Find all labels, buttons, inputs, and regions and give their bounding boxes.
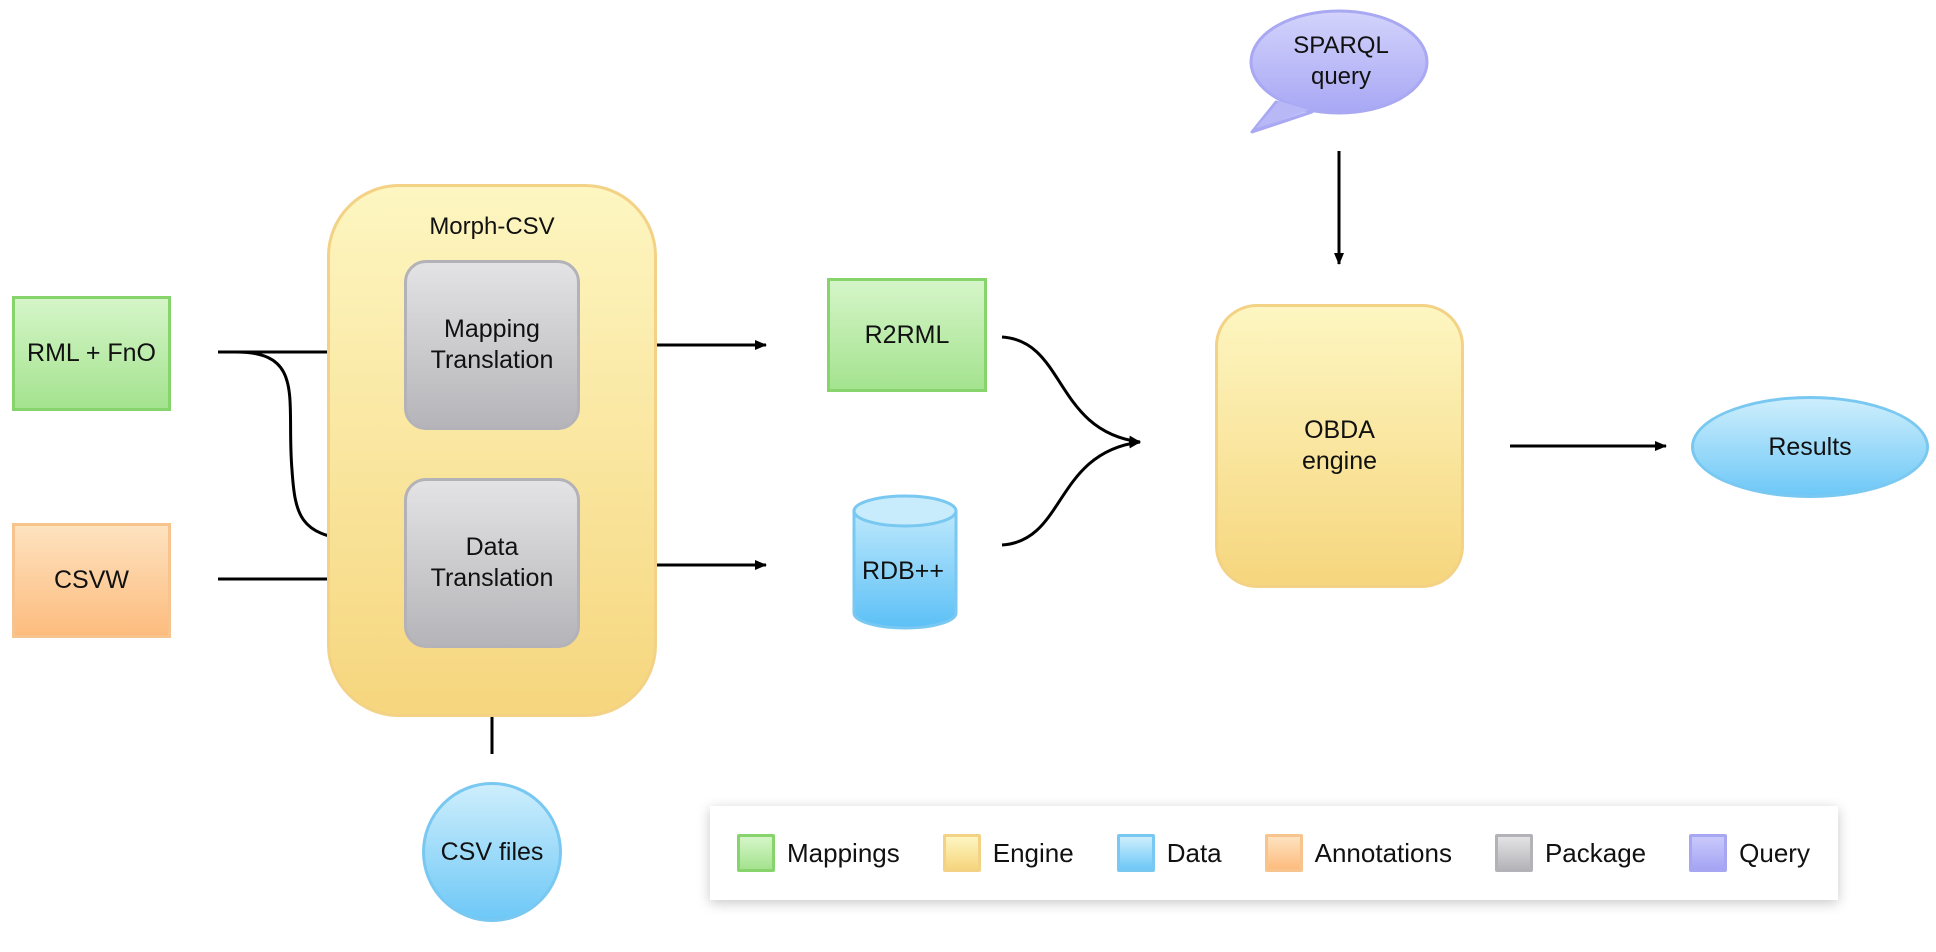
sparql-query-bubble	[1249, 9, 1429, 134]
legend-swatch-data	[1116, 834, 1155, 872]
legend-label: Mappings	[787, 838, 900, 868]
r2rml-node: R2RML	[827, 278, 987, 392]
legend-item-annotations: Annotations	[1264, 834, 1452, 872]
edge-r2rml-to-obda	[1001, 335, 1141, 446]
rml-fno-node: RML + FnO	[12, 296, 171, 411]
edge-rdb-to-obda	[1001, 438, 1141, 547]
csvw-node: CSVW	[12, 523, 171, 638]
legend-label: Annotations	[1314, 838, 1452, 868]
morph-csv-title: Morph-CSV	[429, 213, 555, 240]
legend-label: Data	[1166, 838, 1222, 868]
legend-label: Engine	[992, 838, 1074, 868]
mapping-translation-node: Mapping Translation	[404, 260, 580, 430]
legend-swatch-package	[1494, 834, 1533, 872]
csv-files-node: CSV files	[422, 782, 562, 922]
legend: Mappings Engine Data Annotations Package…	[710, 806, 1838, 900]
legend-swatch-engine	[942, 834, 981, 872]
legend-swatch-annotations	[1264, 834, 1303, 872]
legend-label: Package	[1544, 838, 1647, 868]
legend-swatch-query	[1689, 834, 1728, 872]
legend-item-data: Data	[1116, 834, 1222, 872]
rdb-label: RDB++	[862, 557, 944, 585]
sparql-query-label: SPARQL query	[1293, 32, 1389, 90]
legend-item-engine: Engine	[942, 834, 1074, 872]
legend-label: Query	[1739, 838, 1810, 868]
legend-item-mappings: Mappings	[737, 834, 900, 872]
legend-swatch-mappings	[737, 834, 775, 872]
rdb-cylinder	[852, 494, 958, 630]
edge-rml-to-data	[235, 350, 353, 544]
legend-item-package: Package	[1494, 834, 1647, 872]
data-translation-node: Data Translation	[404, 478, 580, 648]
legend-item-query: Query	[1689, 834, 1810, 872]
results-node: Results	[1691, 396, 1929, 498]
obda-engine-node: OBDA engine	[1215, 304, 1464, 588]
